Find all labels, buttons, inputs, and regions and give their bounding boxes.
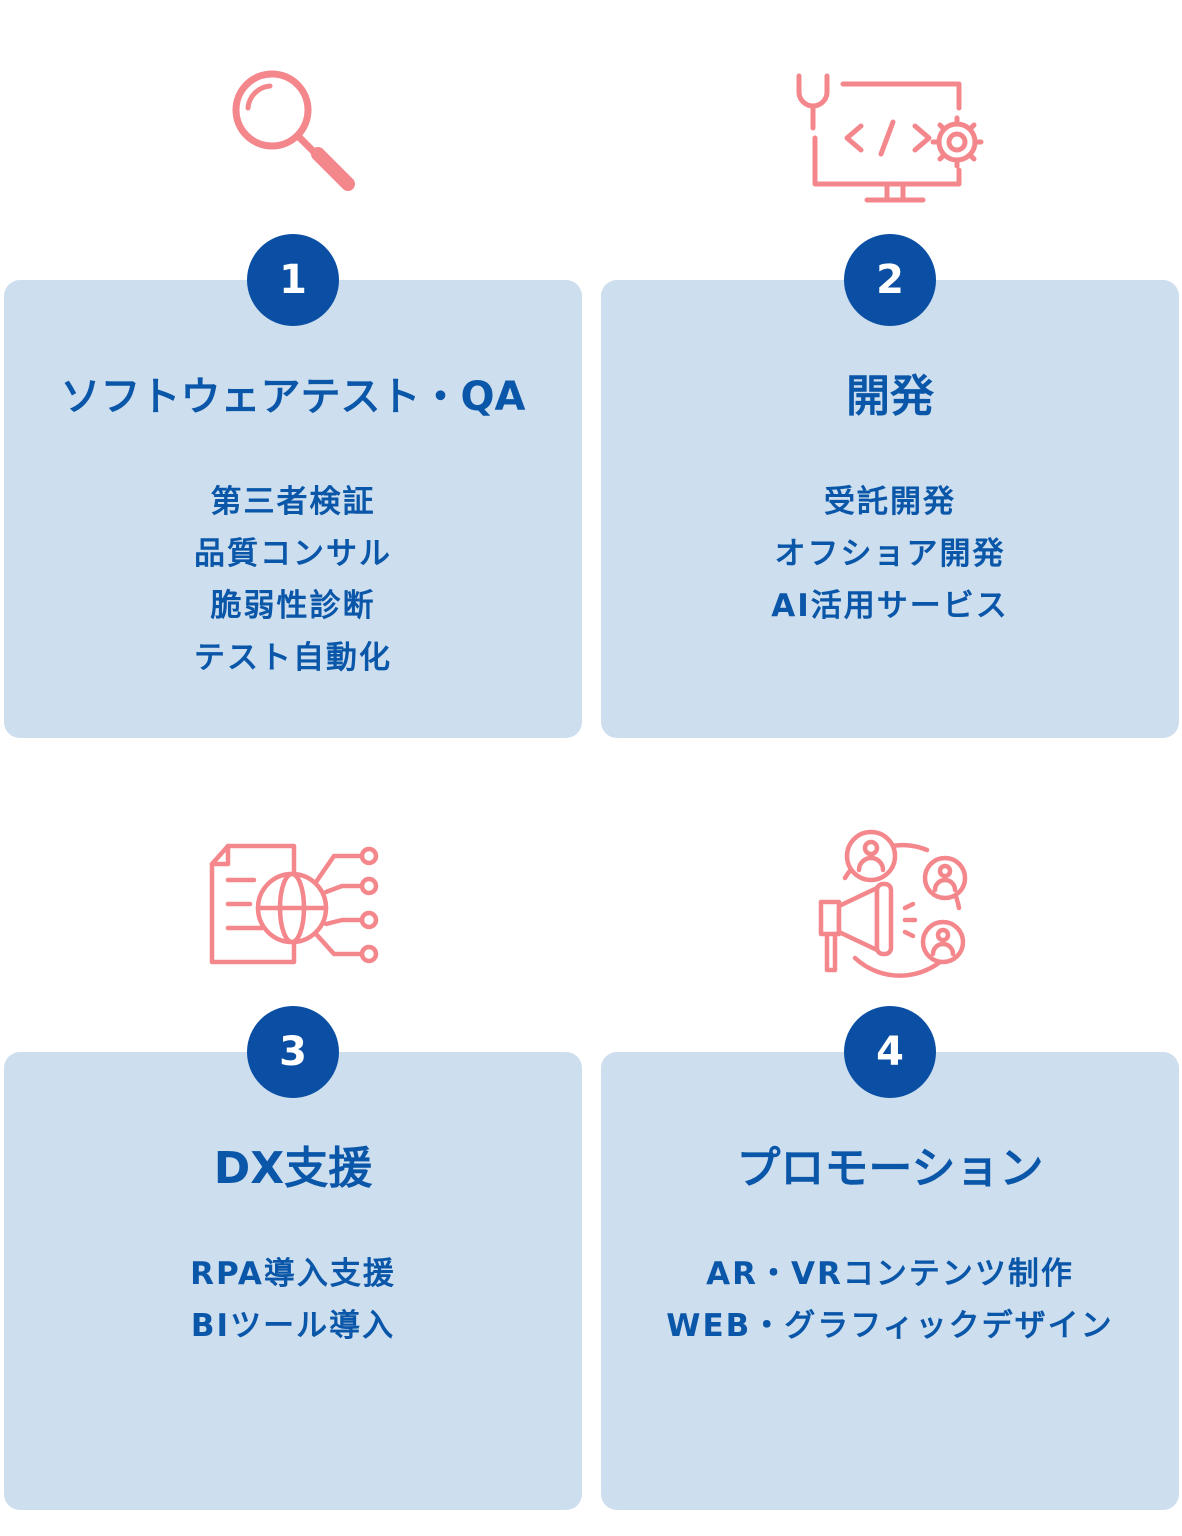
service-item: BIツール導入 bbox=[190, 1308, 396, 1344]
service-item-list: 受託開発 オフショア開発 AI活用サービス bbox=[601, 476, 1179, 632]
number-badge: 2 bbox=[844, 234, 936, 326]
megaphone-people-icon bbox=[815, 828, 975, 978]
service-item: 第三者検証 bbox=[210, 484, 376, 520]
service-card-panel bbox=[4, 1052, 582, 1510]
magnifier-icon bbox=[226, 68, 366, 198]
document-globe-network-icon bbox=[206, 838, 386, 968]
service-card-development: 2 開発 受託開発 オフショア開発 AI活用サービス bbox=[601, 0, 1179, 760]
service-item: AI活用サービス bbox=[771, 588, 1009, 624]
service-item: RPA導入支援 bbox=[190, 1256, 396, 1292]
service-item: オフショア開発 bbox=[774, 536, 1006, 572]
service-item: 品質コンサル bbox=[194, 536, 392, 572]
service-card-dx-support: 3 DX支援 RPA導入支援 BIツール導入 bbox=[4, 772, 582, 1532]
number-badge: 3 bbox=[247, 1006, 339, 1098]
service-item-list: 第三者検証 品質コンサル 脆弱性診断 テスト自動化 bbox=[4, 476, 582, 684]
service-item: AR・VRコンテンツ制作 bbox=[706, 1256, 1074, 1292]
service-card-panel bbox=[4, 280, 582, 738]
number-badge: 1 bbox=[247, 234, 339, 326]
service-card-promotion: 4 プロモーション AR・VRコンテンツ制作 WEB・グラフィックデザイン bbox=[601, 772, 1179, 1532]
service-card-panel bbox=[601, 280, 1179, 738]
service-title: DX支援 bbox=[213, 1143, 373, 1194]
service-title: ソフトウェアテスト・QA bbox=[60, 374, 526, 420]
service-title: 開発 bbox=[846, 371, 934, 422]
monitor-code-settings-icon bbox=[791, 66, 991, 206]
service-item: 脆弱性診断 bbox=[210, 588, 376, 624]
service-title: プロモーション bbox=[736, 1143, 1044, 1194]
service-item-list: AR・VRコンテンツ制作 WEB・グラフィックデザイン bbox=[601, 1248, 1179, 1352]
service-card-panel bbox=[601, 1052, 1179, 1510]
service-card-software-test: 1 ソフトウェアテスト・QA 第三者検証 品質コンサル 脆弱性診断 テスト自動化 bbox=[4, 0, 582, 760]
service-item: 受託開発 bbox=[824, 484, 956, 520]
number-badge: 4 bbox=[844, 1006, 936, 1098]
service-item: テスト自動化 bbox=[194, 640, 392, 676]
service-item-list: RPA導入支援 BIツール導入 bbox=[4, 1248, 582, 1352]
service-item: WEB・グラフィックデザイン bbox=[666, 1308, 1114, 1344]
